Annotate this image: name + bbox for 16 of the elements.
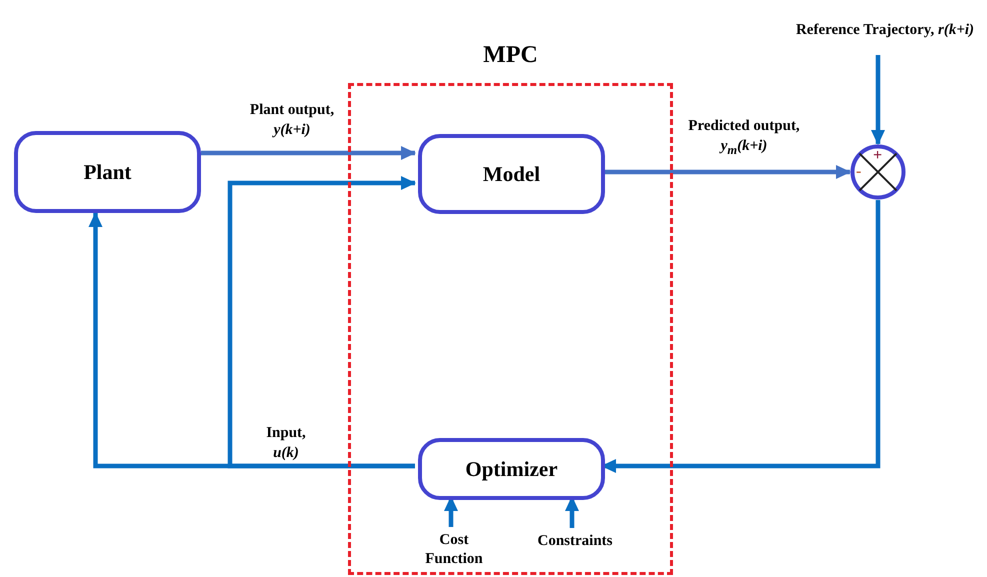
block-label: Plant: [84, 160, 132, 184]
heading: MPC: [482, 42, 539, 69]
arrow: [871, 55, 885, 145]
block-label: Optimizer: [465, 456, 558, 482]
sign-label: -: [856, 164, 862, 180]
arrow: [228, 176, 416, 468]
block-box: [14, 131, 201, 213]
input-label: Constraints: [537, 532, 612, 550]
block-box: [418, 438, 605, 500]
block-label: Model: [482, 162, 540, 186]
sign-label: +: [873, 148, 882, 164]
summing-junction: [850, 144, 906, 200]
arrow: [201, 146, 416, 160]
input-label: Cost Function: [424, 531, 484, 569]
input-label: Reference Trajectory, r(k+i): [796, 20, 974, 40]
block-box: [418, 134, 605, 214]
